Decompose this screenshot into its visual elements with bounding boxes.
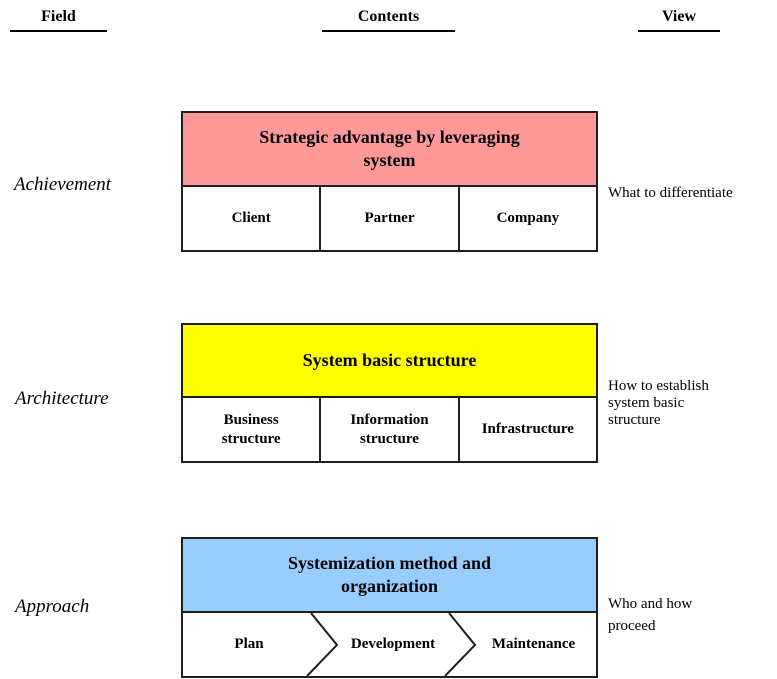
cell-information-structure: Information structure	[321, 398, 460, 461]
chevron-arrow-separators-icon	[306, 613, 477, 676]
view-note-architecture: How to establish system basic structure	[608, 378, 709, 428]
achievement-box: Strategic advantage by leveraging system…	[181, 111, 598, 252]
column-header-field: Field	[10, 8, 107, 32]
architecture-box: System basic structure Business structur…	[181, 323, 598, 463]
achievement-box-cells: Client Partner Company	[183, 187, 596, 250]
column-header-view: View	[638, 8, 720, 32]
approach-box-process-row: Plan Development Maintenance	[183, 613, 596, 676]
column-header-contents: Contents	[322, 8, 455, 32]
achievement-box-header: Strategic advantage by leveraging system	[183, 113, 596, 187]
field-label-achievement: Achievement	[14, 174, 112, 195]
cell-development: Development	[350, 636, 436, 652]
approach-box: Systemization method and organization Pl…	[181, 537, 598, 678]
cell-client: Client	[183, 187, 322, 250]
architecture-box-cells: Business structure Information structure…	[183, 398, 596, 461]
architecture-box-header: System basic structure	[183, 325, 596, 398]
cell-maintenance: Maintenance	[491, 636, 576, 652]
view-note-achievement: What to differentiate	[608, 185, 733, 201]
approach-box-header: Systemization method and organization	[183, 539, 596, 613]
cell-plan: Plan	[234, 636, 264, 652]
field-label-approach: Approach	[15, 596, 90, 617]
field-label-architecture: Architecture	[15, 388, 109, 409]
view-note-approach: Who and how proceed	[608, 596, 693, 634]
cell-infrastructure: Infrastructure	[481, 421, 574, 438]
cell-business-structure: Business structure	[183, 398, 322, 461]
cell-company: Company	[496, 210, 560, 227]
cell-partner: Partner	[321, 187, 460, 250]
